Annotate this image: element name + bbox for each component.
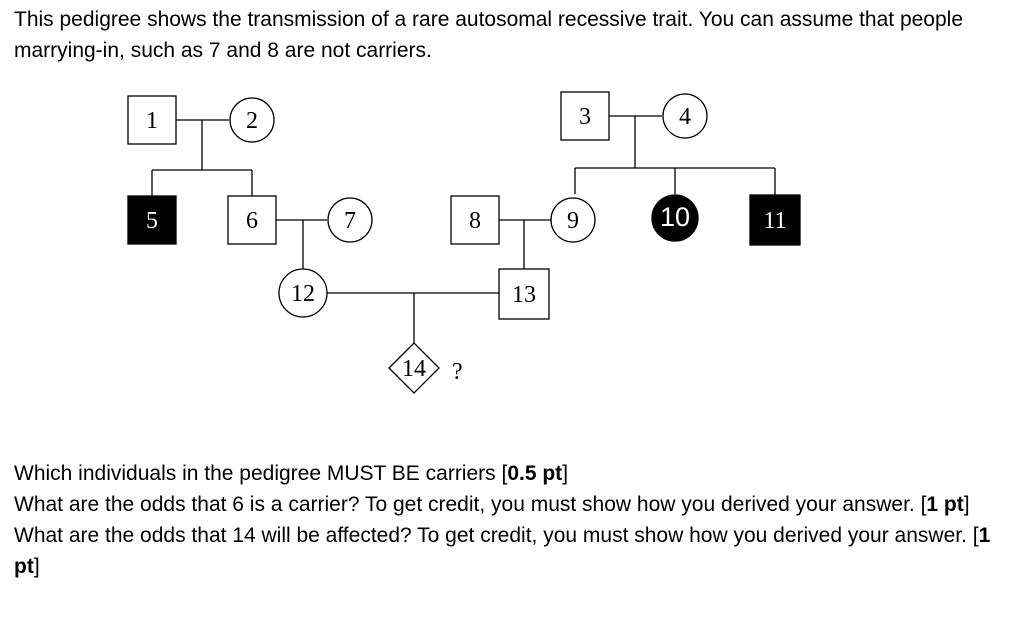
square-symbol xyxy=(227,195,277,245)
question-3: What are the odds that 14 will be affect… xyxy=(14,524,991,578)
individual-14: 14 xyxy=(388,342,440,394)
individual-label: 8 xyxy=(469,208,481,234)
square-symbol xyxy=(498,268,550,320)
individual-1: 1 xyxy=(127,95,177,145)
intro-text: This pedigree shows the transmission of … xyxy=(14,8,964,62)
circle-symbol xyxy=(550,197,596,243)
square-symbol xyxy=(749,194,801,246)
individual-label: 10 xyxy=(660,202,690,232)
individual-9: 9 xyxy=(550,197,596,243)
square-symbol xyxy=(450,195,500,245)
questions-section: Which individuals in the pedigree MUST B… xyxy=(14,458,1009,582)
individual-label: 12 xyxy=(291,281,315,307)
question-2: What are the odds that 6 is a carrier? T… xyxy=(14,493,970,516)
individual-4: 4 xyxy=(662,93,708,139)
individual-label: 7 xyxy=(344,208,356,234)
individual-2: 2 xyxy=(229,97,275,143)
individual-13: 13 xyxy=(498,268,550,320)
individual-label: 11 xyxy=(763,208,786,234)
individual-label: 14 xyxy=(402,356,426,382)
individual-label: 4 xyxy=(679,104,691,130)
circle-symbol xyxy=(651,194,699,242)
individual-label: 6 xyxy=(246,208,258,234)
individual-label: 2 xyxy=(246,108,258,134)
individual-label: 5 xyxy=(146,208,158,234)
diamond-symbol xyxy=(388,342,440,394)
individual-7: 7 xyxy=(327,197,373,243)
unknown-status-mark: ? xyxy=(452,359,463,385)
individual-label: 13 xyxy=(512,282,536,308)
square-symbol xyxy=(127,195,177,245)
individual-11: 11 xyxy=(749,194,801,246)
circle-symbol xyxy=(229,97,275,143)
individual-5: 5 xyxy=(127,195,177,245)
circle-symbol xyxy=(327,197,373,243)
individual-8: 8 xyxy=(450,195,500,245)
question-1: Which individuals in the pedigree MUST B… xyxy=(14,462,569,485)
individual-label: 3 xyxy=(579,104,591,130)
individual-label: 1 xyxy=(146,108,158,134)
pedigree-lines xyxy=(151,115,776,344)
square-symbol xyxy=(127,95,177,145)
individual-12: 12 xyxy=(278,268,328,318)
individual-10: 10 xyxy=(651,194,699,242)
circle-symbol xyxy=(278,268,328,318)
circle-symbol xyxy=(662,93,708,139)
square-symbol xyxy=(560,91,610,141)
individual-3: 3 xyxy=(560,91,610,141)
individual-label: 9 xyxy=(567,208,579,234)
individual-6: 6 xyxy=(227,195,277,245)
